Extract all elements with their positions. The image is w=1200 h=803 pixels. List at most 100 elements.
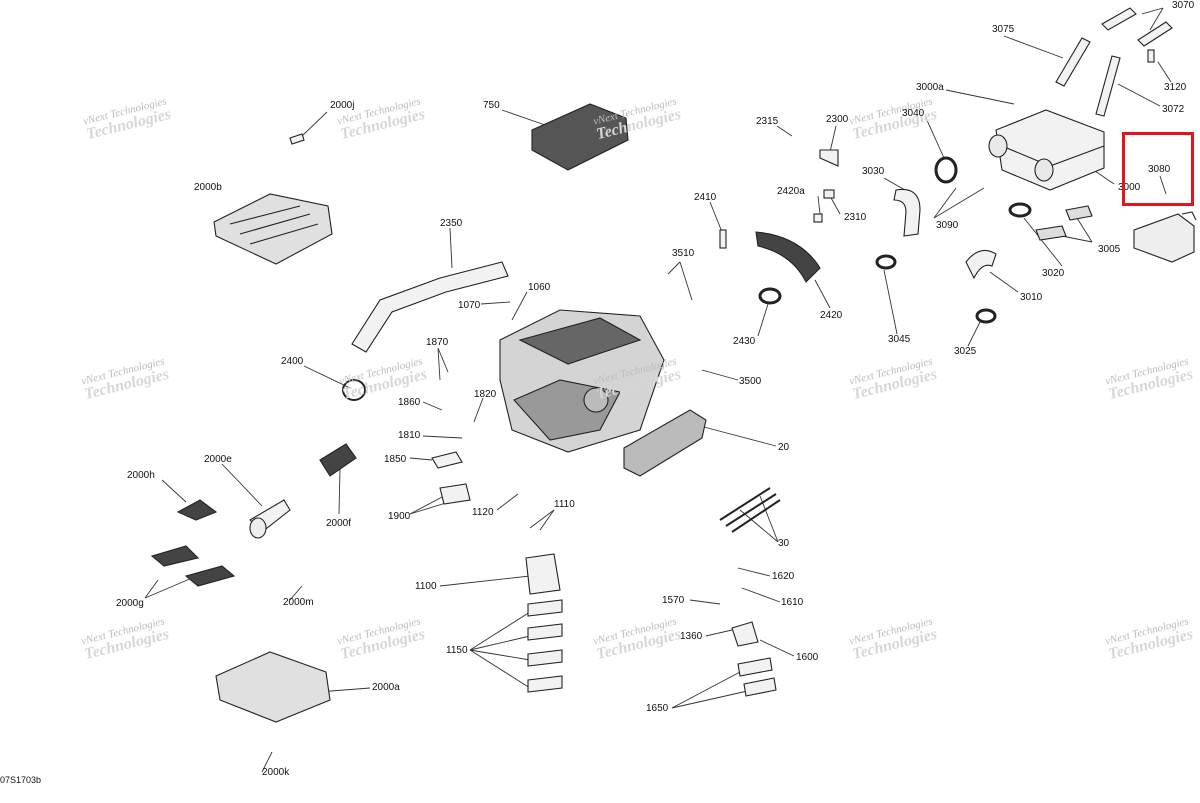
callout-3510[interactable]: 3510 (672, 248, 695, 259)
leader-3510a (667, 261, 681, 275)
callout-1610[interactable]: 1610 (781, 597, 804, 608)
callout-1650[interactable]: 1650 (646, 703, 669, 714)
callout-3000a[interactable]: 3000a (916, 82, 944, 93)
callout-2000g[interactable]: 2000g (116, 598, 144, 609)
leader-2000e (221, 463, 263, 507)
callout-3030[interactable]: 3030 (862, 166, 885, 177)
callout-1110[interactable]: 1110 (554, 499, 575, 510)
callout-1820[interactable]: 1820 (474, 389, 497, 400)
leader-1620 (737, 567, 771, 577)
callout-3020[interactable]: 3020 (1042, 268, 1065, 279)
leader-2410 (709, 201, 723, 233)
leader-1150d (469, 649, 531, 689)
part-2000g-a (150, 545, 200, 567)
hose-2300 (819, 149, 839, 167)
callout-3025[interactable]: 3025 (954, 346, 977, 357)
callout-2350[interactable]: 2350 (440, 218, 463, 229)
callout-2315[interactable]: 2315 (756, 116, 779, 127)
callout-2420[interactable]: 2420 (820, 310, 843, 321)
callout-3090[interactable]: 3090 (936, 220, 959, 231)
callout-3075[interactable]: 3075 (992, 24, 1015, 35)
clamp-3025 (975, 308, 997, 324)
leader-2000h (161, 479, 187, 503)
callout-2000b[interactable]: 2000b (194, 182, 222, 193)
callout-1850[interactable]: 1850 (384, 454, 407, 465)
intercooler-part (988, 109, 1105, 191)
leader-1870a (437, 347, 441, 381)
callout-1120[interactable]: 1120 (472, 507, 494, 518)
callout-3080[interactable]: 3080 (1148, 164, 1171, 175)
part-1850 (431, 451, 463, 469)
callout-3070[interactable]: 3070 (1172, 0, 1195, 11)
callout-1900[interactable]: 1900 (388, 511, 411, 522)
callout-1100[interactable]: 1100 (415, 581, 437, 592)
callout-3040[interactable]: 3040 (902, 108, 925, 119)
leader-1600 (759, 639, 795, 657)
callout-3005[interactable]: 3005 (1098, 244, 1121, 255)
leader-30a (739, 509, 779, 543)
leader-2310 (829, 195, 841, 215)
pad-3005a (1035, 225, 1067, 241)
part-2000h (176, 499, 218, 521)
leader-3020 (1023, 217, 1063, 267)
leader-2430 (757, 303, 769, 337)
callout-3500[interactable]: 3500 (739, 376, 762, 387)
callout-1570[interactable]: 1570 (662, 595, 685, 606)
callout-1060[interactable]: 1060 (528, 282, 551, 293)
strap-3075-part (1055, 37, 1091, 87)
callout-1150[interactable]: 1150 (446, 645, 468, 656)
leader-1150b (469, 635, 531, 651)
callout-2420a[interactable]: 2420a (777, 186, 805, 197)
callout-1620[interactable]: 1620 (772, 571, 795, 582)
callout-1860[interactable]: 1860 (398, 397, 421, 408)
callout-1600[interactable]: 1600 (796, 652, 819, 663)
callout-2000f[interactable]: 2000f (326, 518, 352, 529)
plate-1150c (527, 649, 563, 667)
callout-2300[interactable]: 2300 (826, 114, 849, 125)
engine-block (499, 309, 665, 453)
intake-tube-2350 (351, 261, 509, 353)
leader-1820 (473, 397, 484, 423)
part-2000f (319, 443, 357, 477)
leader-1610 (741, 587, 781, 603)
leader-1150a (469, 611, 531, 651)
part-2420a (813, 213, 823, 223)
callout-2000m[interactable]: 2000m (283, 597, 314, 608)
leader-3000a (945, 89, 1015, 105)
callout-2000k[interactable]: 2000k (262, 767, 290, 778)
hose-3010 (965, 249, 997, 280)
callout-2000h[interactable]: 2000h (127, 470, 155, 481)
leader-1110a (529, 509, 555, 529)
callout-2430[interactable]: 2430 (733, 336, 756, 347)
leader-1870b (437, 347, 449, 373)
callout-3072[interactable]: 3072 (1162, 104, 1185, 115)
leader-3010 (989, 271, 1019, 293)
callout-3000[interactable]: 3000 (1118, 182, 1141, 193)
leader-3120 (1157, 61, 1172, 83)
clamp-3040 (934, 156, 958, 184)
leader-3510b (679, 261, 693, 301)
callout-2400[interactable]: 2400 (281, 356, 304, 367)
callout-1810[interactable]: 1810 (398, 430, 421, 441)
callout-3045[interactable]: 3045 (888, 334, 911, 345)
clamp-3045 (875, 254, 897, 270)
leader-3075 (1003, 35, 1064, 59)
callout-2310[interactable]: 2310 (844, 212, 867, 223)
callout-2000j[interactable]: 2000j (330, 100, 355, 111)
callout-1870[interactable]: 1870 (426, 337, 449, 348)
callout-30[interactable]: 30 (778, 538, 790, 549)
callout-3120[interactable]: 3120 (1164, 82, 1187, 93)
callout-750[interactable]: 750 (483, 100, 500, 111)
callout-1360[interactable]: 1360 (680, 631, 703, 642)
callout-2410[interactable]: 2410 (694, 192, 717, 203)
callout-2000e[interactable]: 2000e (204, 454, 232, 465)
leader-1060 (511, 291, 528, 321)
leader-1810 (422, 435, 463, 439)
callout-1070[interactable]: 1070 (458, 300, 481, 311)
callout-3010[interactable]: 3010 (1020, 292, 1043, 303)
callout-20[interactable]: 20 (778, 442, 790, 453)
callout-2000a[interactable]: 2000a (372, 682, 400, 693)
leader-2000m (289, 585, 303, 601)
leader-1070 (480, 301, 511, 305)
